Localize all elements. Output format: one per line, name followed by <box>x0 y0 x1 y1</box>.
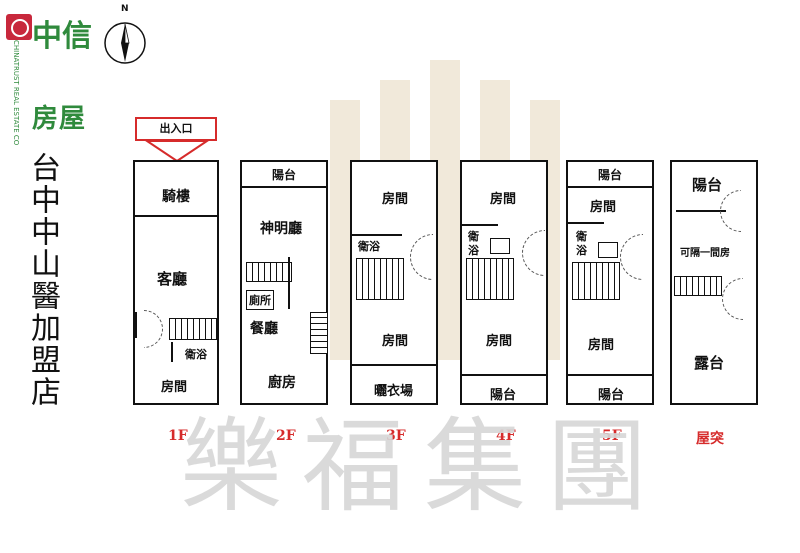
entrance-label: 出入口 <box>135 117 217 141</box>
room-shrine: 神明廳 <box>260 221 302 237</box>
floor-3f: 房間 衛浴 房間 曬衣場 <box>350 160 438 405</box>
logo-mark-icon <box>6 14 32 40</box>
floor-2f: 陽台 神明廳 廁所 餐廳 廚房 <box>240 160 328 405</box>
floor-4f: 房間 衛 浴 房間 陽台 <box>460 160 548 405</box>
room-bedroom-back: 房間 <box>486 334 513 349</box>
room-bath: 衛浴 <box>185 348 207 361</box>
room-balcony: 陽台 <box>692 176 723 194</box>
room-bath-b: 浴 <box>468 244 479 257</box>
room-bath-a: 衛 <box>468 230 479 243</box>
stairs <box>169 318 217 340</box>
room-bedroom-front: 房間 <box>590 200 617 215</box>
room-bedroom-back: 房間 <box>382 334 409 349</box>
floor-label-3f: 3F <box>386 428 406 444</box>
stairs <box>466 258 514 300</box>
stairs <box>310 312 328 354</box>
room-bath-a: 衛 <box>576 230 587 243</box>
floor-label-roof: 屋突 <box>696 431 724 447</box>
floor-label-5f: 5F <box>602 428 622 444</box>
floor-1f: 騎樓 客廳 衛浴 房間 <box>133 160 219 405</box>
compass-icon <box>104 22 146 64</box>
floor-label-1f: 1F <box>168 428 188 444</box>
watermark-text: 樂福集團 <box>180 408 668 527</box>
room-balcony-back: 陽台 <box>598 388 625 403</box>
store-title: 台中中山醫加盟店 <box>25 152 60 408</box>
stairs <box>246 262 292 282</box>
room-dining: 餐廳 <box>250 321 278 337</box>
room-bedroom-back: 房間 <box>588 338 615 353</box>
floor-5f: 陽台 房間 衛 浴 房間 陽台 <box>566 160 654 405</box>
brand-logo: 中信 CHINATRUST REAL ESTATE CO 房屋 <box>6 12 92 146</box>
logo-brand-house: 房屋 <box>32 104 87 134</box>
room-bath-b: 浴 <box>576 244 587 257</box>
stairs <box>674 276 722 296</box>
room-living: 客廳 <box>157 270 188 288</box>
floor-label-4f: 4F <box>496 428 516 444</box>
room-bedroom: 房間 <box>161 380 188 395</box>
room-bedroom-front: 房間 <box>382 192 409 207</box>
room-note: 可隔一間房 <box>680 248 730 259</box>
logo-english: CHINATRUST REAL ESTATE CO <box>12 40 20 146</box>
stairs <box>356 258 404 300</box>
logo-brand-chars: 中信 <box>32 19 92 54</box>
room-bedroom-front: 房間 <box>490 192 517 207</box>
room-balcony-front: 陽台 <box>598 168 623 182</box>
room-balcony: 陽台 <box>272 168 297 182</box>
stairs <box>572 262 620 300</box>
entrance-arrow-icon <box>145 140 209 163</box>
room-laundry: 曬衣場 <box>374 384 414 399</box>
floor-roof: 陽台 可隔一間房 露台 <box>670 160 758 405</box>
room-kitchen: 廚房 <box>268 375 296 391</box>
room-toilet: 廁所 <box>246 290 274 310</box>
room-balcony: 陽台 <box>490 388 517 403</box>
floor-label-2f: 2F <box>276 428 296 444</box>
compass-north-label: N <box>121 4 129 14</box>
room-bath: 衛浴 <box>358 240 380 253</box>
room-arcade: 騎樓 <box>162 189 190 205</box>
room-terrace: 露台 <box>694 354 725 372</box>
